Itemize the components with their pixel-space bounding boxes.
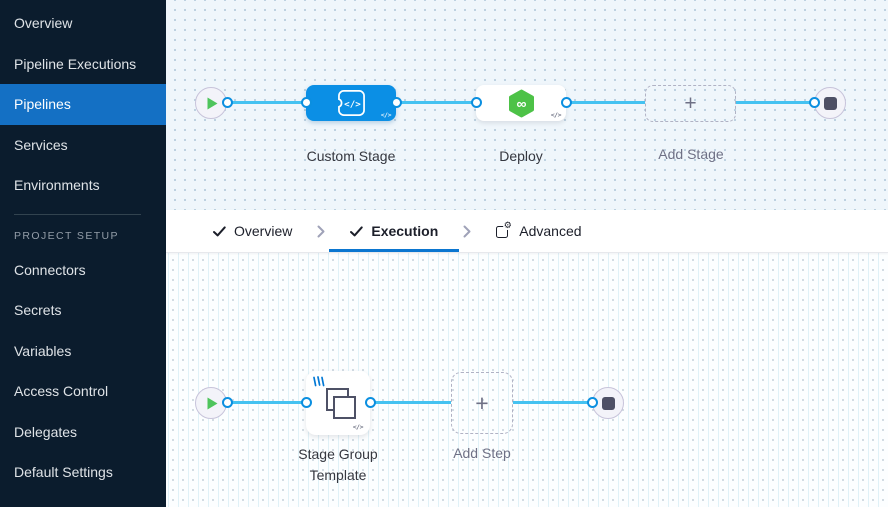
cd-hexagon-icon: ∞	[508, 89, 534, 117]
template-badge-icon	[313, 376, 325, 387]
sidebar-item-variables[interactable]: Variables	[14, 342, 72, 359]
stage-name-label[interactable]: Custom Stage	[306, 148, 396, 164]
sidebar-item-delegates[interactable]: Delegates	[14, 423, 78, 440]
sidebar-item-access-control[interactable]: Access Control	[14, 383, 109, 400]
sidebar-divider	[14, 213, 141, 215]
svg-text:</>: </>	[344, 99, 361, 110]
add-step-label[interactable]: Add Step	[453, 445, 511, 461]
wire	[227, 101, 306, 104]
pipeline-tabbar: Overview Execution ⚙ Advanced	[166, 210, 888, 253]
step-name-label[interactable]: Stage Group Template	[298, 446, 378, 483]
sidebar-section-project-setup: PROJECT SETUP	[14, 229, 119, 242]
advanced-box-gear-icon: ⚙	[496, 221, 513, 238]
sidebar-item-connectors[interactable]: Connectors	[14, 261, 86, 278]
plus-icon: +	[475, 389, 489, 416]
wire	[370, 401, 451, 404]
connector-port[interactable]	[587, 397, 598, 408]
add-stage-label[interactable]: Add Stage	[658, 146, 724, 162]
main-area: Overview Execution ⚙ Advanced	[166, 0, 888, 507]
wire	[396, 101, 476, 104]
connector-port[interactable]	[391, 97, 402, 108]
tab-advanced[interactable]: ⚙ Advanced	[475, 210, 602, 252]
chevron-right-icon	[313, 210, 329, 252]
sidebar-item-services[interactable]: Services	[14, 136, 68, 153]
play-icon	[207, 397, 217, 409]
tab-advanced-label: Advanced	[519, 223, 582, 239]
yaml-code-badge[interactable]: </>	[550, 111, 562, 119]
stop-icon	[823, 96, 837, 110]
stage-group-icon	[326, 388, 356, 419]
connector-port[interactable]	[365, 397, 376, 408]
tab-overview[interactable]: Overview	[192, 210, 313, 252]
connector-port[interactable]	[222, 97, 233, 108]
sidebar-item-environments[interactable]: Environments	[14, 177, 100, 194]
connector-port[interactable]	[301, 97, 312, 108]
custom-stage-icon: </>	[337, 90, 365, 116]
add-stage-button[interactable]: +	[645, 85, 736, 122]
stop-icon	[601, 396, 615, 410]
svg-text:∞: ∞	[516, 95, 526, 111]
execution-start-node[interactable]	[195, 387, 227, 419]
sidebar-item-pipeline-executions[interactable]: Pipeline Executions	[14, 55, 137, 72]
execution-graph-canvas[interactable]	[166, 253, 888, 507]
stage-node-custom-stage[interactable]: </> </>	[306, 85, 396, 121]
chevron-right-icon	[459, 210, 475, 252]
connector-port[interactable]	[301, 397, 312, 408]
connector-port[interactable]	[809, 97, 820, 108]
tab-overview-label: Overview	[234, 223, 293, 239]
sidebar-item-overview[interactable]: Overview	[14, 15, 73, 32]
wire	[566, 101, 645, 104]
sidebar-item-secrets[interactable]: Secrets	[14, 302, 62, 319]
add-step-button[interactable]: +	[451, 372, 513, 434]
sidebar-item-pipelines[interactable]: Pipelines	[0, 84, 166, 125]
pipeline-start-node[interactable]	[195, 87, 227, 119]
sidebar: Overview Pipeline Executions Pipelines S…	[0, 0, 166, 507]
play-icon	[207, 97, 217, 109]
tab-execution-label: Execution	[371, 223, 439, 239]
check-icon	[350, 225, 364, 236]
wire	[513, 401, 592, 404]
plus-icon: +	[684, 92, 697, 115]
stage-node-deploy[interactable]: ∞ </>	[476, 85, 566, 121]
step-node-stage-group-template[interactable]: </>	[306, 371, 370, 435]
yaml-code-badge[interactable]: </>	[380, 111, 392, 119]
tab-execution[interactable]: Execution	[329, 210, 460, 252]
wire	[736, 101, 814, 104]
wire	[227, 401, 306, 404]
stage-name-label[interactable]: Deploy	[499, 148, 543, 164]
connector-port[interactable]	[471, 97, 482, 108]
check-icon	[213, 225, 226, 236]
sidebar-item-default-settings[interactable]: Default Settings	[14, 464, 113, 481]
yaml-code-badge[interactable]: </>	[352, 423, 364, 431]
connector-port[interactable]	[222, 397, 233, 408]
connector-port[interactable]	[561, 97, 572, 108]
